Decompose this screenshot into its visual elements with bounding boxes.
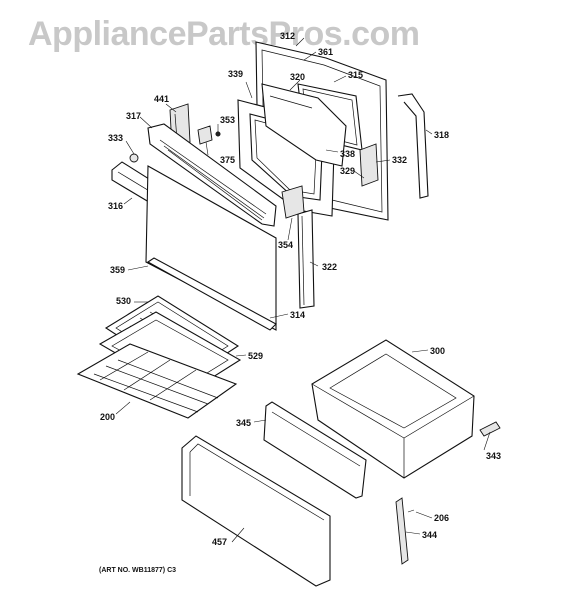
callout-329: 329 [340,166,356,176]
callout-344: 344 [422,530,438,540]
callout-332: 332 [392,155,408,165]
window-glass-320 [261,83,347,167]
callout-441: 441 [154,94,170,104]
bottom-trim-359 [146,257,277,331]
leader-lines [115,37,491,543]
callout-320: 320 [290,72,306,82]
drawer-panel-345 [263,401,367,499]
callout-300: 300 [430,346,446,356]
oven-rack-200 [76,343,238,419]
callout-312: 312 [280,31,296,41]
drawer-body-300 [311,339,475,479]
callout-317: 317 [126,111,142,121]
site-watermark: AppliancePartsPros.com [28,15,420,53]
callout-354: 354 [278,240,294,250]
callout-206: 206 [434,513,450,523]
callout-353: 353 [220,115,236,125]
hinge-bracket-354 [281,185,305,219]
callout-315: 315 [348,70,364,80]
hinge-part-375 [197,125,213,145]
callout-339: 339 [228,69,244,79]
callout-333: 333 [108,133,124,143]
callout-318: 318 [434,130,450,140]
callout-457: 457 [212,537,228,547]
callout-316: 316 [108,201,124,211]
callout-345: 345 [236,418,252,428]
vent-trim-317 [147,123,277,227]
callout-359: 359 [110,265,126,275]
hinge-channel-322 [297,209,315,309]
callout-375: 375 [220,155,236,165]
callout-343: 343 [486,451,502,461]
callout-529: 529 [248,351,264,361]
side-gasket-318 [397,93,429,199]
drawer-glide-343 [479,421,501,437]
callout-361: 361 [318,47,334,57]
callout-338: 338 [340,149,356,159]
art-number: (ART NO. WB11877) C3 [99,567,177,574]
screw-333 [129,153,139,163]
callout-314: 314 [290,310,306,320]
callout-322: 322 [322,262,338,272]
drawer-rail-344 [395,497,409,565]
drawer-front-457 [181,435,331,587]
callout-200: 200 [100,412,116,422]
screw-353 [215,131,221,137]
hinge-332 [359,143,379,187]
screw-206 [407,509,415,513]
callout-530: 530 [116,296,132,306]
